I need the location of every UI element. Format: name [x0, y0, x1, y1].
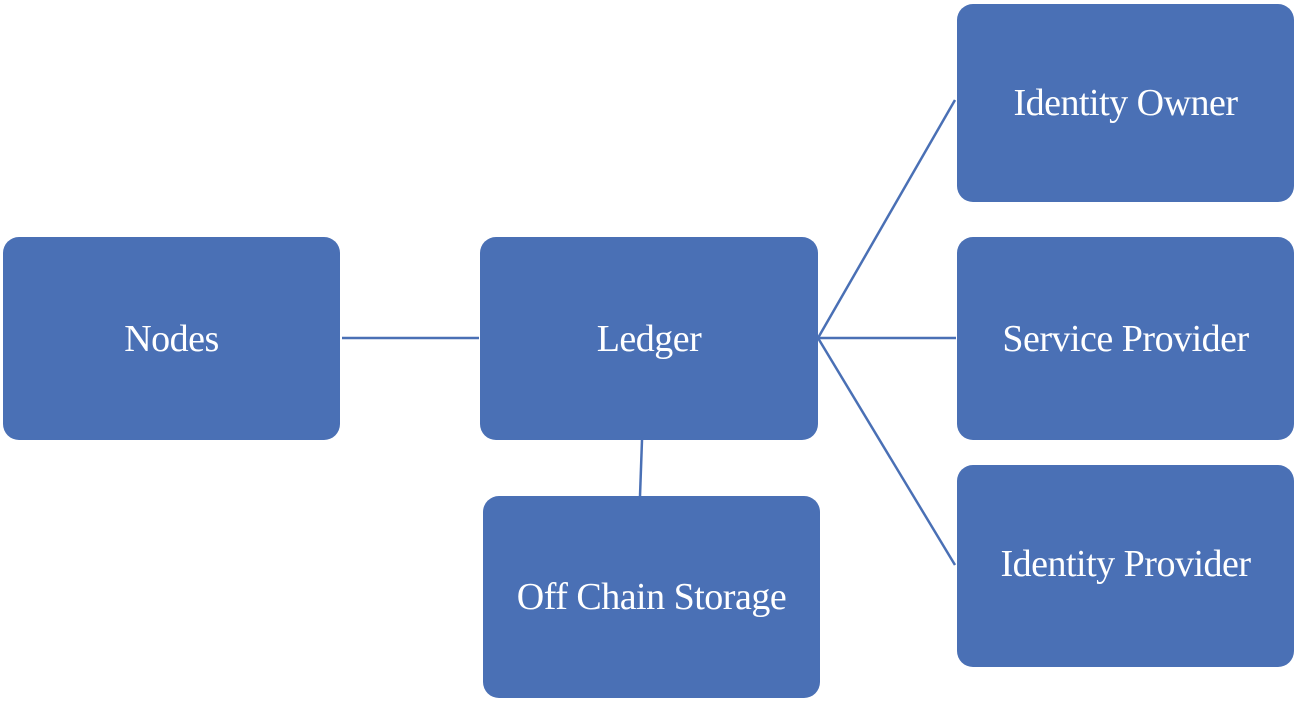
- node-identity-owner[interactable]: Identity Owner: [957, 4, 1294, 202]
- node-identity-provider[interactable]: Identity Provider: [957, 465, 1294, 667]
- node-label: Identity Owner: [1013, 82, 1238, 124]
- node-label: Service Provider: [1002, 317, 1249, 360]
- edge-ledger-off-chain-storage: [638, 439, 644, 497]
- node-off-chain-storage[interactable]: Off Chain Storage: [483, 496, 820, 698]
- node-ledger[interactable]: Ledger: [480, 237, 818, 440]
- node-label: Ledger: [596, 317, 702, 360]
- node-label: Nodes: [124, 317, 219, 360]
- node-nodes[interactable]: Nodes: [3, 237, 340, 440]
- node-label: Identity Provider: [1000, 543, 1251, 585]
- node-service-provider[interactable]: Service Provider: [957, 237, 1294, 440]
- node-label: Off Chain Storage: [516, 576, 787, 618]
- edge-ledger-identity-provider: [816, 337, 957, 566]
- edge-ledger-identity-owner: [816, 99, 957, 339]
